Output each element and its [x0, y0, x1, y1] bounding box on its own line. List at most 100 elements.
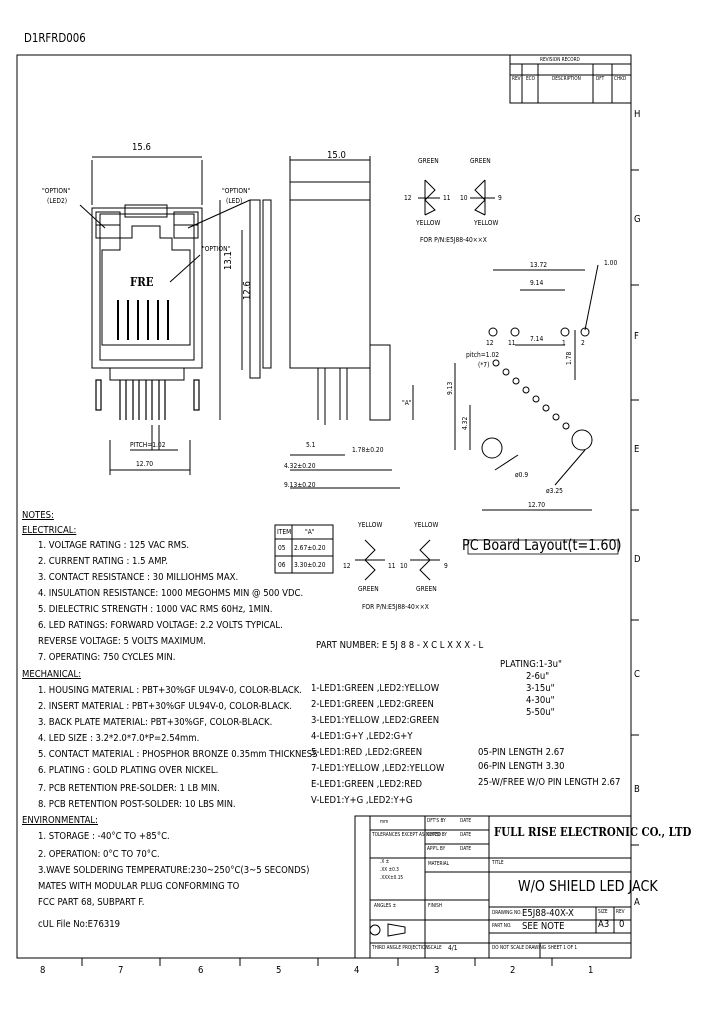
mechanical-line-4: 4. LED SIZE : 3.2*2.0*7.0*P=2.54mm.	[38, 733, 200, 744]
dim-a-label: "A"	[402, 399, 412, 407]
app-by: APP'L BY	[427, 846, 446, 852]
electrical-line-7: REVERSE VOLTAGE: 5 VOLTS MAXIMUM.	[38, 636, 206, 647]
chkd-header: CHKD	[614, 76, 627, 82]
electrical-title: ELECTRICAL:	[22, 525, 77, 536]
led-mid-pin10: 10	[400, 562, 408, 570]
side-view	[219, 156, 414, 489]
revision-box	[509, 54, 632, 104]
led-option-3: 3-LED1:YELLOW ,LED2:GREEN	[311, 715, 440, 726]
size-label: SIZE	[598, 909, 608, 915]
part-number: PART NUMBER: E 5J 8 8 - X C L X X X - L	[316, 640, 484, 651]
led-option-5: 5-LED1:RED ,LED2:GREEN	[311, 747, 423, 758]
drawing-no: E5J88-40X-X	[522, 908, 574, 919]
dft-by: DFT'S BY	[427, 818, 446, 824]
pcb-dim-1-78: 1.78	[565, 351, 573, 365]
part-no-label: PART NO.	[492, 923, 512, 929]
electrical-line-4: 4. INSULATION RESISTANCE: 1000 MEGOHMS M…	[38, 588, 304, 599]
dim-5-1: 5.1	[306, 441, 316, 449]
led-top-pin10: 10	[460, 194, 468, 202]
led-top-pin11: 11	[443, 194, 451, 202]
led-option-2: 2-LED1:GREEN ,LED2:GREEN	[311, 699, 434, 710]
do-not-scale: DO NOT SCALE DRAWING	[492, 945, 547, 951]
part-no: SEE NOTE	[522, 921, 565, 932]
pin-option-05: 05-PIN LENGTH 2.67	[478, 747, 565, 758]
front-width-dim: 15.6	[132, 142, 151, 153]
led-top-yellow2: YELLOW	[474, 219, 499, 227]
tolerance-row-3: .XXX±0.15	[380, 875, 404, 881]
mechanical-line-1: 1. HOUSING MATERIAL : PBT+30%GF UL94V-0,…	[38, 685, 302, 696]
chk-by: CHK'D BY	[427, 832, 448, 838]
pcb-dim-9-14: 9.14	[530, 279, 544, 287]
border-letter-h: H	[634, 109, 641, 120]
led-option-7: 7-LED1:YELLOW ,LED2:YELLOW	[311, 763, 445, 774]
pcb-layout-title: PC Board Layout(t=1.60)	[462, 536, 622, 554]
dim-9-13: 9.13±0.20	[284, 481, 316, 489]
electrical-line-8: 7. OPERATING: 750 CYCLES MIN.	[38, 652, 176, 663]
option-led2-label: "OPTION"	[42, 187, 71, 195]
revision-title: REVISION RECORD	[540, 57, 580, 63]
item-row1-item: 05	[278, 544, 286, 552]
led-label: (LED)	[226, 197, 243, 205]
tolerance-row-1: .X ±	[380, 859, 390, 865]
pcb-hole-0-9: ø0.9	[515, 471, 529, 479]
scale-value: 4/1	[448, 944, 458, 952]
pcb-dim-12-70: 12.70	[528, 501, 546, 509]
led-option-v: V-LED1:Y+G ,LED2:Y+G	[311, 795, 413, 806]
led-mid-green2: GREEN	[416, 585, 437, 593]
border-number-6: 6	[198, 965, 204, 976]
led-top-pin9: 9	[498, 194, 502, 202]
sheet-label: SHEET 1 OF 1	[548, 945, 578, 951]
mechanical-line-2: 2. INSERT MATERIAL : PBT+30%GF UL94V-0, …	[38, 701, 292, 712]
item-row1-a: 2.67±0.20	[294, 544, 326, 552]
electrical-line-6: 6. LED RATINGS: FORWARD VOLTAGE: 2.2 VOL…	[38, 620, 283, 631]
border-number-5: 5	[276, 965, 282, 976]
led-mid-yellow1: YELLOW	[358, 521, 383, 529]
dft-date: DATE	[460, 818, 472, 824]
environmental-line-5: FCC PART 68, SUBPART F.	[38, 897, 145, 908]
company-name: FULL RISE ELECTRONIC CO., LTD	[494, 825, 692, 839]
led-mid-pin12: 12	[343, 562, 351, 570]
title-block-lines	[354, 815, 632, 959]
pitch-dim: PITCH=1.02	[130, 441, 166, 449]
dim-1-78: 1.78±0.20	[352, 446, 384, 454]
led-mid-pin9: 9	[444, 562, 448, 570]
border-number-7: 7	[118, 965, 124, 976]
option-led-label: "OPTION"	[222, 187, 251, 195]
drawing-no-label: DRAWING NO.	[492, 910, 522, 916]
plating-title: PLATING:1-3u"	[500, 659, 562, 670]
border-letter-d: D	[634, 554, 641, 565]
led-top-pn-note: FOR P/N:E5J88-40××X	[420, 236, 487, 244]
mechanical-line-6: 6. PLATING : GOLD PLATING OVER NICKEL.	[38, 765, 219, 776]
led-option-4: 4-LED1:G+Y ,LED2:G+Y	[311, 731, 413, 742]
environmental-line-1: 1. STORAGE : -40°C TO +85°C.	[38, 831, 170, 842]
tolerances-title: TOLERANCES EXCEPT AS NOTED	[372, 832, 442, 838]
led-top-yellow1: YELLOW	[416, 219, 441, 227]
dft-header: DFT	[596, 76, 605, 82]
a-header: "A"	[305, 528, 315, 536]
led-mid-pin11: 11	[388, 562, 396, 570]
app-date: DATE	[460, 846, 472, 852]
height-dim-13-1: 13.1	[223, 251, 234, 270]
chk-date: DATE	[460, 832, 472, 838]
border-number-3: 3	[434, 965, 440, 976]
item-table-frame	[274, 524, 334, 574]
environmental-line-3: 3.WAVE SOLDERING TEMPERATURE:230~250°C(3…	[38, 865, 310, 876]
mechanical-title: MECHANICAL:	[22, 669, 82, 680]
rev-value: 0	[619, 919, 625, 930]
front-width-bottom-dim: 12.70	[136, 460, 154, 468]
border-letter-e: E	[634, 444, 640, 455]
border-letter-f: F	[634, 331, 639, 342]
electrical-line-1: 1. VOLTAGE RATING : 125 VAC RMS.	[38, 540, 190, 551]
pcb-pin-11: 11	[508, 339, 516, 347]
angles-label: ANGLES ±	[374, 903, 397, 909]
pcb-pin-1: 1	[562, 339, 566, 347]
finish-label: FINISH	[428, 903, 443, 909]
border-number-4: 4	[354, 965, 360, 976]
pcb-dim-4-32: 4.32	[461, 416, 469, 430]
tolerance-row-2: .XX ±0.3	[380, 867, 399, 873]
led2-label: (LED2)	[47, 197, 68, 205]
pin-option-06: 06-PIN LENGTH 3.30	[478, 761, 565, 772]
pcb-star7-label: (*7)	[478, 361, 490, 369]
led-schematic-top	[418, 179, 495, 216]
